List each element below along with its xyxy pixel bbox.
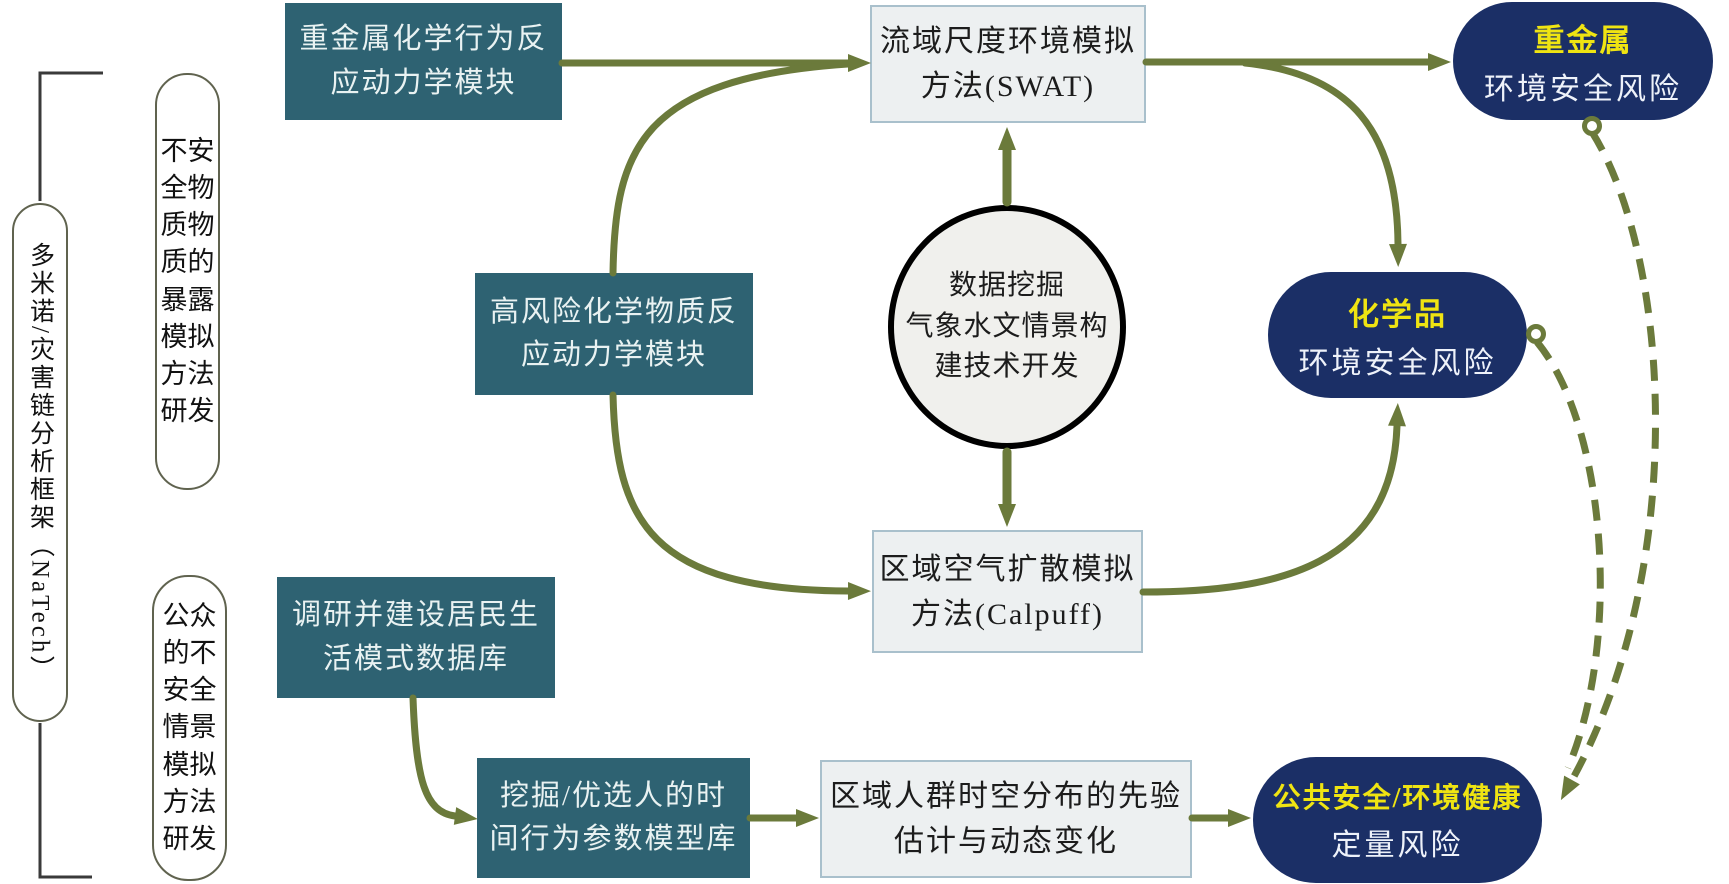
dashed-heavy-metal-to-public-safety: [1560, 130, 1659, 801]
public-scenario-method-label: 公众的不安全情景模拟方法研发: [162, 600, 217, 855]
bracket-bottom-line: [38, 723, 92, 879]
chemical-risk-title: 化学品: [1348, 296, 1447, 332]
curve-high-risk-module-to-swat: [609, 60, 852, 277]
high-risk-chemical-module-box: 高风险化学物质反 应动力学模块: [475, 273, 753, 395]
public-scenario-method-pill: 公众的不安全情景模拟方法研发: [152, 575, 227, 881]
curve-high-risk-module-to-calpuff: [609, 391, 871, 600]
heavy-metal-module-box: 重金属化学行为反 应动力学模块: [285, 3, 562, 120]
public-safety-risk-title: 公共安全/环境健康: [1272, 783, 1523, 814]
chemical-risk-pill: 化学品 环境安全风险: [1268, 272, 1527, 398]
time-behavior-model-box: 挖掘/优选人的时 间行为参数模型库: [477, 758, 750, 878]
framework-label: 多米诺/灾害链分析框架（NaTech）: [26, 241, 54, 684]
framework-label-pill: 多米诺/灾害链分析框架（NaTech）: [12, 203, 68, 722]
chemical-risk-subtitle: 环境安全风险: [1298, 346, 1497, 380]
connector-start-dot-heavy-metal: [1582, 116, 1602, 136]
public-safety-risk-pill: 公共安全/环境健康 定量风险: [1253, 757, 1542, 883]
resident-survey-database-box: 调研并建设居民生 活模式数据库: [277, 577, 555, 698]
swat-method-box: 流域尺度环境模拟 方法(SWAT): [870, 5, 1146, 123]
bracket-top-line: [38, 71, 103, 201]
curve-swat-to-chemical-risk: [1241, 59, 1407, 267]
heavy-metal-risk-subtitle: 环境安全风险: [1484, 72, 1682, 106]
calpuff-method-box: 区域空气扩散模拟 方法(Calpuff): [872, 530, 1143, 653]
data-mining-hub-circle: 数据挖掘 气象水文情景构 建技术开发: [888, 205, 1126, 449]
public-safety-risk-subtitle: 定量风险: [1331, 829, 1464, 862]
connector-start-dot-chemical: [1526, 324, 1546, 344]
dashed-chemical-to-public-safety: [1534, 339, 1604, 770]
exposure-method-label: 不安全物质物质的暴露模拟方法研发: [160, 135, 215, 427]
population-distribution-box: 区域人群时空分布的先验 估计与动态变化: [820, 760, 1192, 878]
heavy-metal-risk-pill: 重金属 环境安全风险: [1453, 2, 1713, 120]
curve-survey-to-time-behavior: [409, 694, 478, 825]
curve-calpuff-to-chemical-risk: [1139, 403, 1406, 596]
heavy-metal-risk-title: 重金属: [1533, 22, 1633, 58]
exposure-method-pill: 不安全物质物质的暴露模拟方法研发: [155, 73, 220, 490]
